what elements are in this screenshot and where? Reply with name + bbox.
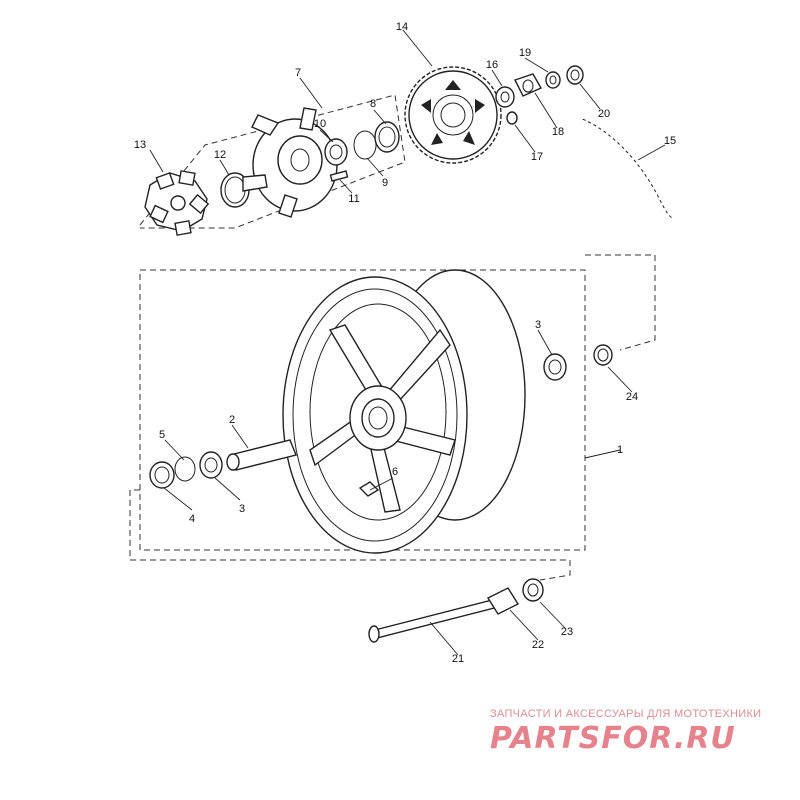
wheel-boundary [139,269,586,551]
callout-3-left: 3 [239,503,245,515]
callout-22: 22 [532,639,544,651]
callout-9: 9 [382,177,388,189]
callout-24: 24 [626,391,638,403]
cush-drive-rubbers [144,170,210,236]
callout-19: 19 [519,47,531,59]
washer-19 [545,71,561,89]
rear-wheel [282,269,526,554]
watermark-brand: PARTSFOR.RU [490,721,736,756]
callout-11: 11 [348,193,359,205]
leader-lines [149,29,666,656]
watermark: ЗАПЧАСТИ И АКСЕССУАРЫ ДЛЯ МОТОТЕХНИКИ PA… [490,708,761,756]
assembly-boundaries [129,94,656,581]
carrier-bolt [329,170,349,182]
sprocket-carrier-boundary [139,94,406,229]
link-right [585,254,656,351]
drive-chain [579,117,673,219]
nut-20 [566,65,584,85]
circlip-5 [174,456,196,482]
link-left [129,489,571,581]
callout-10: 10 [314,118,326,130]
callout-6: 6 [392,466,398,478]
rear-sprocket [404,66,502,164]
wheel-spindle [368,597,503,643]
callout-7: 7 [295,67,301,79]
callout-3-right: 3 [535,319,541,331]
callout-21: 21 [452,653,464,665]
callout-1: 1 [617,444,623,456]
adjuster-22 [486,587,520,615]
callout-14: 14 [396,21,408,33]
callout-17: 17 [531,151,543,163]
carrier-spacer [374,121,400,153]
callout-labels: 1 2 3 3 4 5 6 7 8 9 10 11 12 13 14 15 16… [134,21,676,665]
nut-17 [506,111,518,125]
watermark-tagline: ЗАПЧАСТИ И АКСЕССУАРЫ ДЛЯ МОТОТЕХНИКИ [490,708,761,720]
callout-4: 4 [189,513,195,525]
callout-2: 2 [229,414,235,426]
spacer-16 [495,86,515,108]
callout-12: 12 [214,149,226,161]
carrier-bearing [324,138,348,166]
nut-23 [522,578,544,602]
carrier-circlip [353,130,377,160]
sprocket-carrier [242,107,338,218]
callout-5: 5 [159,429,165,441]
adjuster-18 [514,73,542,97]
callout-13: 13 [134,139,146,151]
callout-20: 20 [598,108,610,120]
callout-18: 18 [552,126,564,138]
callout-23: 23 [561,626,573,638]
bearing-3-right [543,353,567,381]
callout-8: 8 [370,98,376,110]
bearing-3-left [199,451,223,479]
callout-16: 16 [486,59,498,71]
spacer-tube-2 [226,439,297,471]
spacer-24 [593,344,613,366]
callout-15: 15 [664,135,676,147]
dust-seal-4 [149,461,175,489]
